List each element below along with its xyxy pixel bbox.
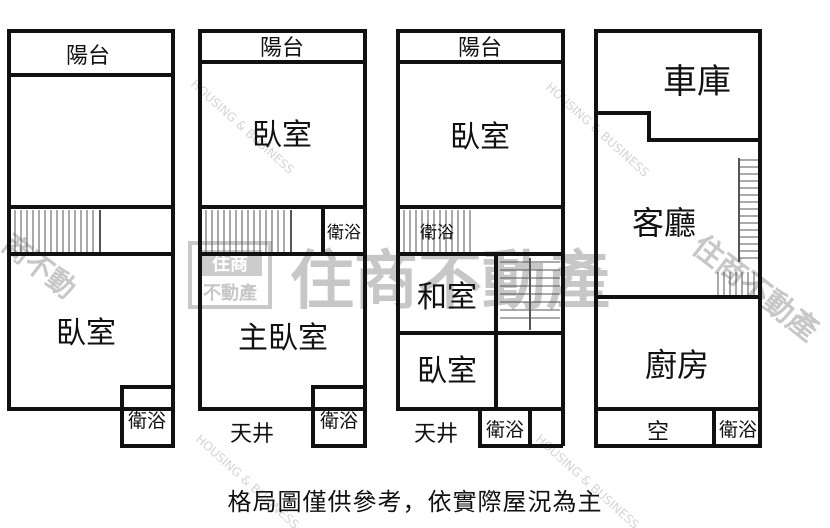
floor-4-plan [594,29,762,448]
label-f3-bedroom-lower: 臥室 [417,354,477,389]
label-f2-lightwell: 天井 [230,422,274,447]
floor-2-plan [198,29,367,448]
disclaimer-caption: 格局圖僅供參考，依實際屋況為主 [227,488,603,516]
floor-3-plan [396,29,565,448]
label-f2-bedroom: 臥室 [252,118,312,153]
stamp-bottom-text: 不動產 [203,282,257,304]
label-f3-bath-upper: 衛浴 [420,223,454,243]
floor-2-stairs [205,210,292,252]
label-f4-kitchen: 廚房 [645,346,709,384]
floor-4-labels: 車庫 客廳 廚房 空 衛浴 [632,62,757,445]
label-f1-bedroom: 臥室 [56,316,116,351]
label-f2-bath-lower: 衛浴 [320,410,358,432]
floor-3-stairs [403,210,560,330]
floor-4-stairs [717,158,758,295]
label-f4-garage: 車庫 [663,62,731,102]
floor-1-stairs [14,210,101,252]
label-f4-empty: 空 [647,420,669,445]
label-f3-balcony: 陽台 [458,36,502,61]
stamp-top-text: 住商 [212,253,248,275]
watermark-fragment-right: 住商不動產 [685,229,825,349]
label-f2-balcony: 陽台 [260,36,304,61]
label-f3-bedroom-upper: 臥室 [450,120,510,155]
label-f1-bath: 衛浴 [128,410,166,432]
watermark-fragment-left: 商不動 [0,228,82,306]
floor-1-plan [7,29,175,448]
floor-2-labels: 陽台 臥室 衛浴 主臥室 衛浴 天井 [230,36,361,447]
label-f4-living-room: 客廳 [632,204,696,242]
floor-1-labels: 陽台 臥室 衛浴 [56,44,166,432]
watermark-main-text: 住商不動產 [290,245,610,319]
floor-3-labels: 陽台 臥室 衛浴 和室 臥室 天井 衛浴 [414,36,524,447]
label-f1-balcony: 陽台 [66,44,110,69]
label-f4-bath: 衛浴 [719,419,757,441]
label-f2-bath-upper: 衛浴 [327,223,361,243]
watermark-group: 住商不動產 住商 不動產 住商不動產 商不動 HOUSING & BUSINES… [0,77,825,528]
label-f2-master-bedroom: 主臥室 [238,321,328,356]
label-f3-japanese-room: 和室 [417,280,477,315]
label-f3-bath-lower: 衛浴 [486,419,524,441]
label-f3-lightwell: 天井 [414,422,458,447]
